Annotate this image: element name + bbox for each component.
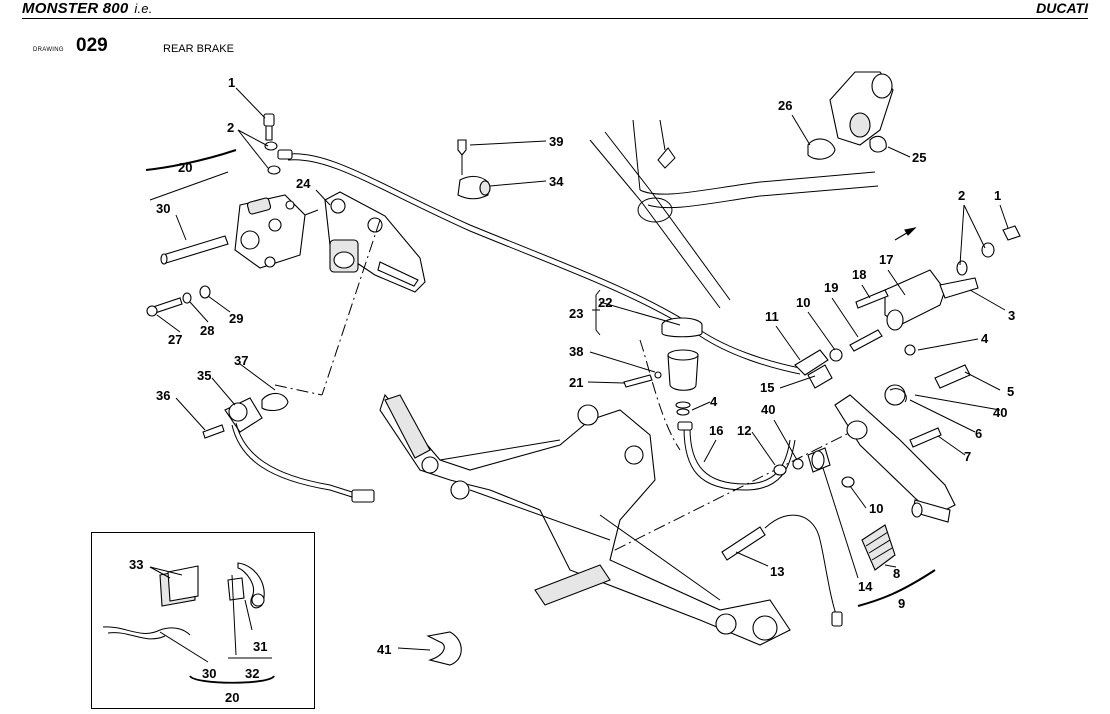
callout-11: 11 bbox=[765, 309, 779, 324]
callout-6: 6 bbox=[975, 426, 982, 441]
callout-21: 21 bbox=[569, 375, 583, 390]
callout-30: 30 bbox=[156, 201, 170, 216]
brand-name: DUCATI bbox=[1036, 0, 1088, 16]
reservoir-hose bbox=[683, 427, 796, 491]
rear-switch-35 bbox=[202, 392, 375, 503]
callout-1: 1 bbox=[228, 75, 235, 90]
callout-14: 14 bbox=[858, 579, 873, 594]
drawing-title: REAR BRAKE bbox=[163, 43, 234, 55]
callout-28: 28 bbox=[200, 323, 214, 338]
assembly-line-pedal bbox=[594, 429, 856, 561]
callout-27: 27 bbox=[168, 332, 182, 347]
banjo-bolt-left bbox=[263, 113, 293, 175]
header-rule bbox=[22, 18, 1088, 19]
rubber-boot bbox=[861, 524, 896, 571]
inset-parts bbox=[102, 562, 265, 640]
caliper-bolts bbox=[146, 285, 211, 317]
callout-38: 38 bbox=[569, 344, 583, 359]
callout-8: 8 bbox=[893, 566, 900, 581]
master-cylinder-upper bbox=[807, 71, 894, 160]
callout-19: 19 bbox=[824, 280, 838, 295]
callout-10: 10 bbox=[796, 295, 810, 310]
callout-36: 36 bbox=[156, 388, 170, 403]
model-variant: i.e. bbox=[134, 1, 153, 16]
callout-35: 35 bbox=[197, 368, 211, 383]
callout-13: 13 bbox=[770, 564, 784, 579]
spacers-washers bbox=[773, 447, 855, 488]
callout-24: 24 bbox=[296, 176, 311, 191]
frame-tubes bbox=[589, 119, 879, 309]
callout-25: 25 bbox=[912, 150, 926, 165]
callout-22: 22 bbox=[598, 295, 612, 310]
callout-26: 26 bbox=[778, 98, 792, 113]
brake-light-switch bbox=[721, 514, 843, 627]
callout-23: 23 bbox=[569, 306, 583, 321]
master-cylinder-right bbox=[849, 225, 1021, 352]
callout-29: 29 bbox=[229, 311, 243, 326]
callout-33: 33 bbox=[129, 557, 143, 572]
callout-4: 4 bbox=[710, 394, 718, 409]
callout-3: 3 bbox=[1008, 308, 1015, 323]
fluid-reservoir bbox=[623, 317, 703, 416]
callout-31: 31 bbox=[253, 639, 267, 654]
drawing-number: 029 bbox=[76, 35, 108, 56]
footrest-bracket bbox=[379, 393, 791, 646]
caliper-pin bbox=[160, 235, 229, 265]
rear-caliper bbox=[234, 194, 319, 269]
caliper-bracket bbox=[324, 191, 426, 293]
callout-12: 12 bbox=[737, 423, 751, 438]
callout-4-right: 4 bbox=[981, 331, 989, 346]
callout-2: 2 bbox=[227, 120, 234, 135]
callout-15: 15 bbox=[760, 380, 774, 395]
callout-30-inset: 30 bbox=[202, 666, 216, 681]
drawing-label: DRAWING bbox=[33, 47, 64, 53]
model-title: MONSTER 800 i.e. bbox=[22, 0, 153, 17]
callout-40: 40 bbox=[761, 402, 775, 417]
callout-labels: 1 2 20 24 30 27 28 29 39 34 26 25 2 1 3 … bbox=[129, 75, 1015, 705]
callout-20: 20 bbox=[178, 160, 192, 175]
hose-clip-parts bbox=[457, 139, 491, 200]
brake-pedal bbox=[834, 364, 971, 523]
callout-9: 9 bbox=[898, 596, 905, 611]
leader-lines bbox=[145, 87, 1009, 684]
callout-16: 16 bbox=[709, 423, 723, 438]
assembly-line-caliper bbox=[321, 219, 381, 396]
callout-1-right: 1 bbox=[994, 188, 1001, 203]
callout-34: 34 bbox=[549, 174, 564, 189]
callout-40-right: 40 bbox=[993, 405, 1007, 420]
callout-10-lower: 10 bbox=[869, 501, 883, 516]
callout-2-right: 2 bbox=[958, 188, 965, 203]
callout-39: 39 bbox=[549, 134, 563, 149]
brake-hose bbox=[287, 153, 801, 375]
model-name: MONSTER 800 bbox=[22, 0, 129, 17]
callout-20-inset: 20 bbox=[225, 690, 239, 705]
callout-32: 32 bbox=[245, 666, 259, 681]
callout-7: 7 bbox=[964, 449, 971, 464]
callout-17: 17 bbox=[879, 252, 893, 267]
callout-18: 18 bbox=[852, 267, 866, 282]
callout-37: 37 bbox=[234, 353, 248, 368]
inset-box-caliper-kit bbox=[91, 532, 315, 709]
hose-clamp bbox=[426, 631, 462, 666]
callout-5: 5 bbox=[1007, 384, 1014, 399]
switch-parts bbox=[794, 344, 916, 389]
callout-41: 41 bbox=[377, 642, 391, 657]
